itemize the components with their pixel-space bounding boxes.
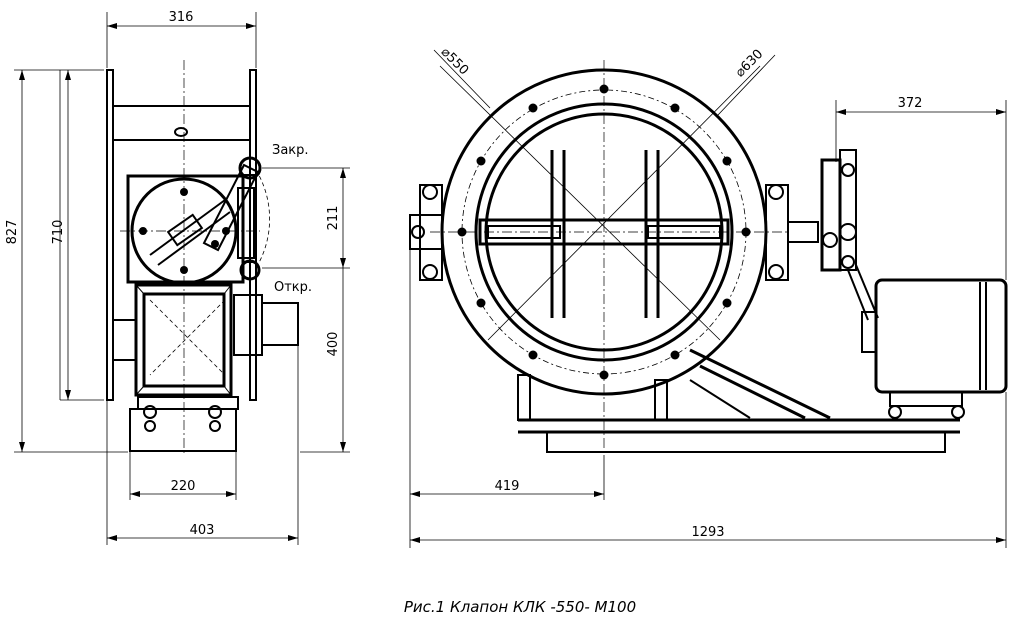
label-closed: Закр. xyxy=(272,143,309,158)
front-view-dimensions xyxy=(409,49,1007,548)
dim-400: 400 xyxy=(326,332,341,357)
dim-403: 403 xyxy=(190,523,215,538)
dim-827: 827 xyxy=(5,220,20,245)
side-view-dimensions xyxy=(14,12,350,545)
dim-211: 211 xyxy=(326,206,341,231)
dim-372: 372 xyxy=(898,96,923,111)
label-open: Откр. xyxy=(274,280,312,295)
front-view xyxy=(409,60,1008,455)
dim-diameter-630: ⌀630 xyxy=(733,47,767,81)
side-view xyxy=(106,60,299,455)
dim-316: 316 xyxy=(169,10,194,25)
dim-710: 710 xyxy=(51,220,66,245)
figure-caption: Рис.1 Клапон КЛК -550- М100 xyxy=(404,598,636,616)
dim-diameter-550: ⌀550 xyxy=(438,45,472,79)
dim-220: 220 xyxy=(171,479,196,494)
dim-419: 419 xyxy=(495,479,520,494)
dim-1293: 1293 xyxy=(691,525,724,540)
